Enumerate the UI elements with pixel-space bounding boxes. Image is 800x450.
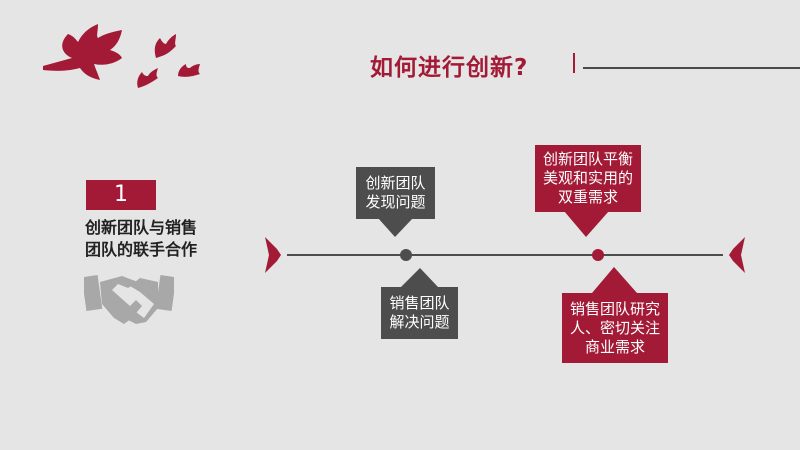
leaf-cluster <box>43 24 200 88</box>
card-text-line: 美观和实用的 <box>542 169 633 187</box>
section-heading-line: 创新团队与销售 <box>85 218 198 237</box>
card-text-line: 销售团队研究 <box>569 299 660 318</box>
section-heading: 创新团队与销售 团队的联手合作 <box>85 217 225 261</box>
arrowhead-icon <box>265 237 281 273</box>
large-leaf-icon <box>43 24 122 80</box>
step-number-badge: 1 <box>86 180 156 210</box>
card-sales-research: 销售团队研究 人、密切关注 商业需求 <box>562 293 668 363</box>
small-leaf-icon <box>178 64 200 77</box>
card-innovation-balance: 创新团队平衡 美观和实用的 双重需求 <box>535 145 641 212</box>
small-leaf-icon <box>154 34 176 58</box>
title-divider-line <box>583 67 800 69</box>
card-text-line: 销售团队 <box>389 294 450 312</box>
timeline-dot-gray <box>400 249 412 261</box>
timeline-start-arrowhead <box>265 237 281 273</box>
handshake-icon <box>84 275 174 324</box>
page-title: 如何进行创新? <box>370 55 529 81</box>
card-text-line: 解决问题 <box>389 313 450 331</box>
card-text-line: 双重需求 <box>557 188 618 206</box>
card-sales-solve-problem: 销售团队 解决问题 <box>381 287 458 339</box>
small-leaf-icon <box>137 68 158 88</box>
card-text-line: 创新团队 <box>365 174 426 192</box>
arrowhead-icon <box>729 237 745 273</box>
card-text-line: 商业需求 <box>584 337 645 356</box>
title-accent-bar <box>573 53 575 73</box>
section-heading-line: 团队的联手合作 <box>85 240 198 259</box>
card-text-line: 人、密切关注 <box>569 318 660 337</box>
card-text-line: 创新团队平衡 <box>542 150 633 168</box>
card-text-line: 发现问题 <box>365 193 426 211</box>
timeline-dot-red <box>592 249 604 261</box>
card-innovation-find-problem: 创新团队 发现问题 <box>356 167 435 219</box>
timeline-line <box>287 254 723 256</box>
timeline-end-arrowhead <box>729 237 745 273</box>
